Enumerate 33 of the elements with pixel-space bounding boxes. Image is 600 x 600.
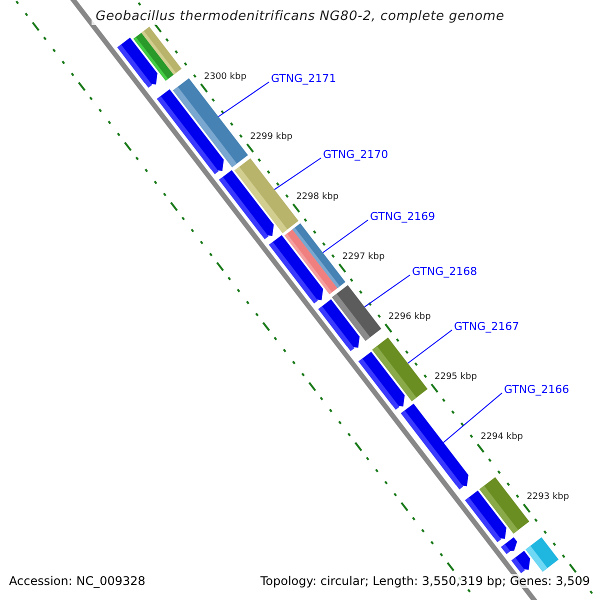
accession-text: Accession: NC_009328 [9, 574, 146, 588]
gene-segment [358, 352, 405, 410]
scale-label: 2295 kbp [434, 372, 477, 382]
scale-label: 2298 kbp [296, 192, 339, 202]
gene-segment [117, 38, 158, 88]
scale-label: 2296 kbp [388, 312, 431, 322]
leader-line [442, 392, 502, 443]
gene-label: GTNG_2166 [504, 383, 570, 396]
gene-label: GTNG_2171 [271, 72, 336, 85]
gene-block [526, 537, 559, 572]
leader-line [218, 82, 270, 118]
leader-line [322, 220, 368, 254]
genome-info-text: Topology: circular; Length: 3,550,319 bp; Genes: 3,509 [260, 574, 590, 588]
gene-segment [501, 537, 518, 554]
gene-segment [219, 170, 274, 240]
scale-label: 2300 kbp [204, 72, 246, 82]
gene-label: GTNG_2167 [454, 320, 520, 333]
gene-segment [465, 490, 506, 542]
gene-segment [400, 404, 468, 490]
scale-label: 2297 kbp [342, 252, 385, 262]
leader-line [407, 330, 452, 364]
scale-label: 2299 kbp [250, 132, 292, 142]
gene-segment [269, 235, 324, 304]
gene-segment [156, 89, 224, 174]
gene-segment [511, 550, 530, 574]
gene-segment [318, 299, 360, 352]
leader-line [274, 158, 322, 190]
gene-label: GTNG_2168 [412, 265, 478, 278]
scale-label: 2294 kbp [480, 432, 523, 442]
gene-label: GTNG_2170 [323, 148, 388, 161]
gene-label: GTNG_2169 [370, 210, 436, 223]
leader-line [364, 274, 410, 308]
scale-label: 2293 kbp [526, 492, 570, 502]
